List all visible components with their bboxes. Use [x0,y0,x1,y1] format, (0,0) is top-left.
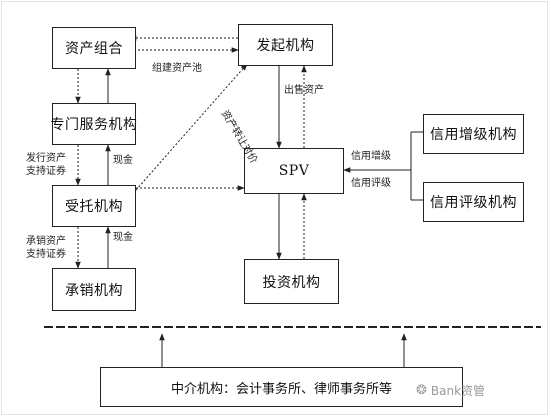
label-underwrite-abs-line1: 承销资产 [26,236,66,247]
label-build-pool: 组建资产池 [152,63,202,74]
box-underwriter: 承销机构 [52,268,136,311]
box-credit-enhancement: 信用增级机构 [423,114,524,154]
box-asset-pool-label: 资产组合 [65,41,123,57]
box-trustee: 受托机构 [52,185,136,227]
wechat-icon: ❂ [416,383,427,398]
box-credit-rating-label: 信用评级机构 [430,195,517,211]
label-cash-lower: 现金 [113,232,133,243]
box-investor: 投资机构 [244,259,339,304]
box-originator: 发起机构 [238,24,333,66]
box-credit-rating: 信用评级机构 [423,182,524,222]
box-spv: SPV [244,148,344,194]
box-originator-label: 发起机构 [256,38,315,54]
label-underwrite-abs: 承销资产 支持证券 [26,235,66,261]
box-underwriter-label: 承销机构 [65,282,123,299]
label-credit-enhancement: 信用增级 [351,151,391,162]
box-asset-pool: 资产组合 [52,27,136,69]
box-intermediary: 中介机构：会计事务所、律师事务所等 [100,367,463,407]
box-spv-label: SPV [278,163,310,179]
label-issue-abs-line1: 发行资产 [26,153,66,164]
box-servicer-label: 专门服务机构 [50,117,138,133]
box-intermediary-label: 中介机构：会计事务所、律师事务所等 [170,381,392,397]
label-cash-upper: 现金 [113,155,133,166]
watermark-text: Bank资管 [430,384,486,398]
label-issue-abs-line2: 支持证券 [26,166,66,177]
watermark: ❂ Bank资管 [416,382,485,399]
label-credit-rating: 信用评级 [351,178,391,189]
label-underwrite-abs-line2: 支持证券 [26,249,66,260]
box-servicer: 专门服务机构 [50,103,138,145]
label-sell-asset: 出售资产 [284,85,324,96]
box-trustee-label: 受托机构 [65,199,123,215]
box-credit-enhancement-label: 信用增级机构 [430,127,517,143]
label-issue-abs: 发行资产 支持证券 [26,152,66,178]
box-investor-label: 投资机构 [262,274,321,291]
